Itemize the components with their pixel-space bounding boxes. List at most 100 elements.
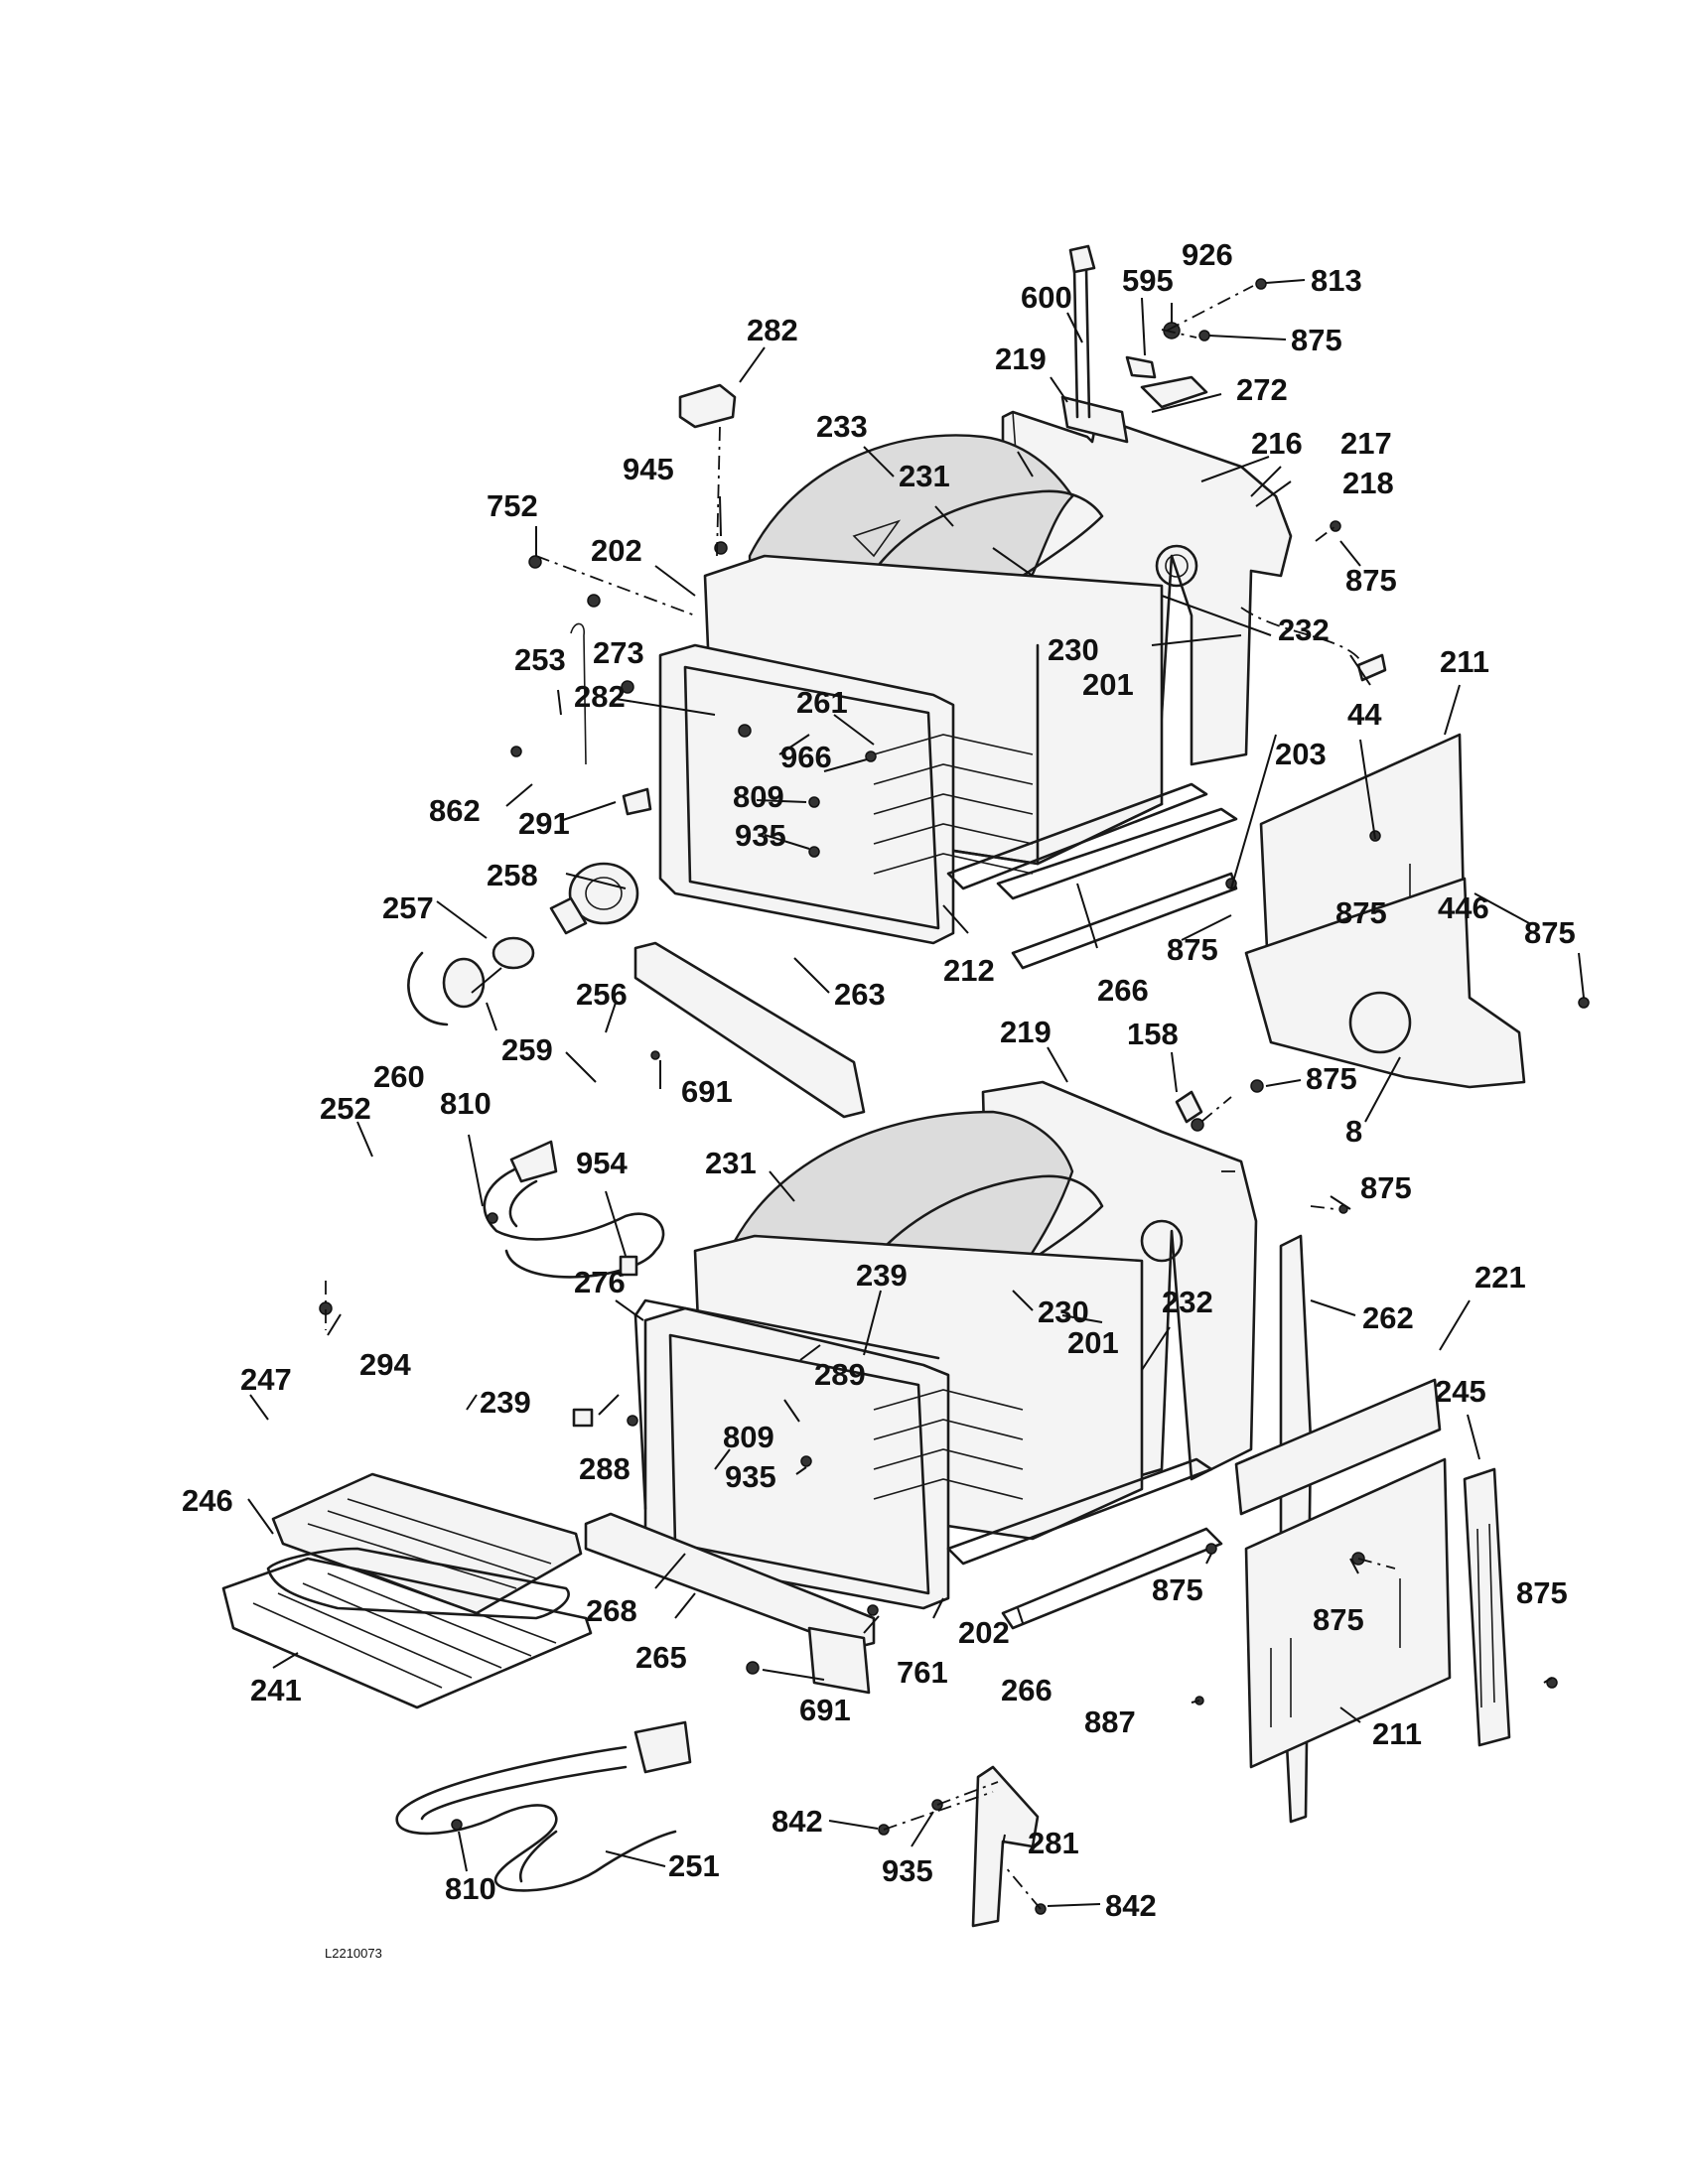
- label-291: 291: [518, 806, 570, 841]
- leader-lines: [247, 279, 1585, 1910]
- label-247: 247: [240, 1362, 292, 1397]
- label-813: 813: [1311, 263, 1362, 298]
- label-256: 256: [576, 977, 628, 1012]
- hinge-281: [971, 1765, 1040, 1928]
- label-232: 232: [1278, 613, 1330, 647]
- label-239: 239: [856, 1258, 908, 1293]
- label-266: 266: [1097, 973, 1149, 1008]
- label-268: 268: [586, 1593, 637, 1628]
- side-panel-upper: [1244, 733, 1526, 1089]
- label-810: 810: [440, 1086, 491, 1121]
- label-158: 158: [1127, 1017, 1179, 1051]
- label-253: 253: [514, 642, 566, 677]
- top-bracket-parts: [678, 244, 1208, 444]
- label-258: 258: [487, 858, 538, 892]
- label-266: 266: [1001, 1673, 1052, 1707]
- label-252: 252: [320, 1091, 371, 1126]
- label-875: 875: [1516, 1575, 1568, 1610]
- label-241: 241: [250, 1673, 302, 1707]
- label-875: 875: [1313, 1602, 1364, 1637]
- label-282: 282: [574, 679, 626, 714]
- label-219: 219: [1000, 1015, 1052, 1049]
- label-935: 935: [725, 1459, 776, 1494]
- label-276: 276: [574, 1265, 626, 1299]
- label-216: 216: [1251, 426, 1303, 461]
- label-875: 875: [1335, 895, 1387, 930]
- label-260: 260: [373, 1059, 425, 1094]
- label-262: 262: [1362, 1300, 1414, 1335]
- label-219: 219: [995, 341, 1047, 376]
- label-875: 875: [1345, 563, 1397, 598]
- label-862: 862: [429, 793, 481, 828]
- label-761: 761: [897, 1655, 948, 1690]
- label-44: 44: [1347, 697, 1382, 732]
- label-231: 231: [899, 459, 950, 493]
- label-230: 230: [1038, 1295, 1089, 1329]
- label-230: 230: [1048, 632, 1099, 667]
- label-211: 211: [1440, 644, 1489, 679]
- upper-oven-cavity: [658, 410, 1293, 970]
- label-288: 288: [579, 1451, 631, 1486]
- label-251: 251: [668, 1848, 720, 1883]
- label-926: 926: [1182, 237, 1233, 272]
- label-202: 202: [591, 533, 642, 568]
- document-code: L2210073: [325, 1946, 382, 1961]
- label-218: 218: [1342, 466, 1394, 500]
- label-600: 600: [1021, 280, 1072, 315]
- label-211: 211: [1372, 1716, 1422, 1751]
- label-875: 875: [1524, 915, 1576, 950]
- part-number-labels: 813 926 595 600 875 282 219 272 233 216 …: [182, 237, 1576, 1923]
- label-935: 935: [882, 1853, 933, 1888]
- label-595: 595: [1122, 263, 1174, 298]
- label-446: 446: [1438, 890, 1489, 925]
- label-245: 245: [1435, 1374, 1486, 1409]
- label-752: 752: [487, 488, 538, 523]
- label-201: 201: [1082, 667, 1134, 702]
- label-259: 259: [501, 1032, 553, 1067]
- label-842: 842: [1105, 1888, 1157, 1923]
- label-239: 239: [480, 1385, 531, 1420]
- label-202: 202: [958, 1615, 1010, 1650]
- lower-oven-cavity: [584, 1080, 1258, 1695]
- label-246: 246: [182, 1483, 233, 1518]
- label-875: 875: [1152, 1572, 1203, 1607]
- bake-element-252: [483, 1140, 665, 1279]
- label-282: 282: [747, 313, 798, 347]
- label-945: 945: [623, 452, 674, 486]
- label-691: 691: [799, 1693, 851, 1727]
- label-281: 281: [1028, 1826, 1079, 1860]
- label-265: 265: [635, 1640, 687, 1675]
- label-233: 233: [816, 409, 868, 444]
- rail-bracket-263: [633, 941, 866, 1119]
- label-8: 8: [1345, 1114, 1362, 1149]
- label-966: 966: [780, 740, 832, 774]
- broil-element-251: [395, 1720, 692, 1892]
- label-232: 232: [1162, 1285, 1213, 1319]
- label-875: 875: [1306, 1061, 1357, 1096]
- label-217: 217: [1340, 426, 1392, 461]
- label-294: 294: [359, 1347, 411, 1382]
- broiler-pan-and-rack: [221, 1472, 593, 1709]
- label-203: 203: [1275, 737, 1327, 771]
- label-875: 875: [1167, 932, 1218, 967]
- label-201: 201: [1067, 1325, 1119, 1360]
- label-935: 935: [735, 818, 786, 853]
- label-809: 809: [733, 779, 784, 814]
- label-809: 809: [723, 1420, 774, 1454]
- label-257: 257: [382, 890, 434, 925]
- label-272: 272: [1236, 372, 1288, 407]
- label-212: 212: [943, 953, 995, 988]
- label-842: 842: [772, 1804, 823, 1839]
- label-810: 810: [445, 1871, 496, 1906]
- label-221: 221: [1474, 1260, 1526, 1295]
- label-263: 263: [834, 977, 886, 1012]
- label-875: 875: [1291, 323, 1342, 357]
- label-954: 954: [576, 1146, 628, 1180]
- label-289: 289: [814, 1357, 866, 1392]
- label-691: 691: [681, 1074, 733, 1109]
- label-875: 875: [1360, 1170, 1412, 1205]
- side-panel-lower: [1234, 1234, 1511, 1824]
- label-887: 887: [1084, 1705, 1136, 1739]
- label-273: 273: [593, 635, 644, 670]
